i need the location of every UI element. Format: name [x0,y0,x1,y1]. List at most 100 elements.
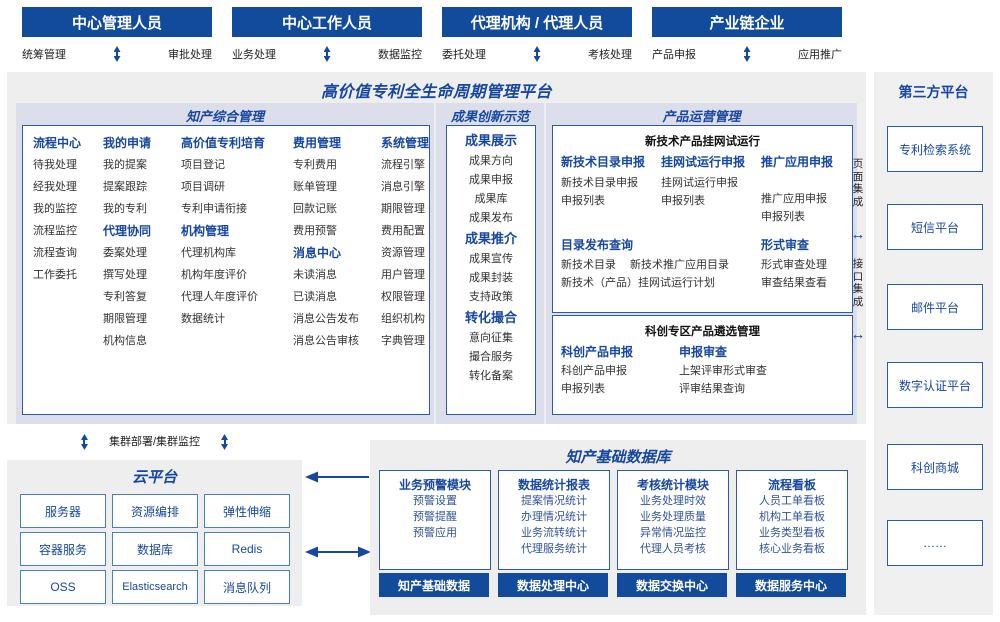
list-item[interactable]: 期限管理 [381,203,425,215]
list-item[interactable]: 账单管理 [293,181,337,193]
list-item[interactable]: 消息引擎 [381,181,425,193]
cloud-cell-orchestration[interactable]: 资源编排 [112,494,198,528]
list-item[interactable]: 我的专利 [103,203,147,215]
list-item[interactable]: 待我处理 [33,159,77,171]
list-item[interactable]: 预警提醒 [413,511,457,523]
list-item[interactable]: 流程引擎 [381,159,425,171]
list-item[interactable]: 成果申报 [469,174,513,186]
list-item[interactable]: 代理人年度评价 [181,291,258,303]
list-item[interactable]: 撰写处理 [103,269,147,281]
list-item[interactable]: 已读消息 [293,291,337,303]
list-item[interactable]: 申报列表 [761,211,805,223]
list-item[interactable]: 上架评审形式审查 [679,365,767,377]
list-item[interactable]: 我的监控 [33,203,77,215]
list-item[interactable]: 项目调研 [181,181,225,193]
list-item[interactable]: 费用预警 [293,225,337,237]
list-item[interactable]: 申报列表 [561,195,605,207]
list-item[interactable]: 代理人员考核 [640,543,706,555]
list-item[interactable]: 成果宣传 [469,253,513,265]
list-item[interactable]: 业务处理时效 [640,495,706,507]
list-item[interactable]: 成果封装 [469,272,513,284]
db-footer-exchange-center[interactable]: 数据交换中心 [617,573,727,597]
cloud-cell-database[interactable]: 数据库 [112,532,198,566]
actor-box-2[interactable]: 代理机构 / 代理人员 [442,7,632,37]
list-item[interactable]: 提案跟踪 [103,181,147,193]
list-item[interactable]: 未读消息 [293,269,337,281]
list-item[interactable]: 专利答复 [103,291,147,303]
list-item[interactable]: 流程监控 [33,225,77,237]
list-item[interactable]: 申报列表 [661,195,705,207]
list-item[interactable]: 新技术推广应用目录 [630,259,729,271]
list-item[interactable]: 形式审查处理 [761,259,827,271]
list-item[interactable]: 新技术目录申报 [561,177,638,189]
actor-box-0[interactable]: 中心管理人员 [22,7,212,37]
list-item[interactable]: 新技术（产品）挂网试运行计划 [561,277,715,289]
list-item[interactable]: 支持政策 [469,291,513,303]
list-item[interactable]: 成果库 [474,193,508,205]
list-item[interactable]: 专利申请衔接 [181,203,247,215]
list-item[interactable]: 资源管理 [381,247,425,259]
list-item[interactable]: 经我处理 [33,181,77,193]
list-item[interactable]: 代理服务统计 [521,543,587,555]
list-item[interactable]: 预警应用 [413,527,457,539]
third-party-item-email[interactable]: 邮件平台 [887,284,983,330]
list-item[interactable]: 委案处理 [103,247,147,259]
list-item[interactable]: 权限管理 [381,291,425,303]
list-item[interactable]: 撮合服务 [469,351,513,363]
cloud-cell-autoscaling[interactable]: 弹性伸缩 [204,494,290,528]
list-item[interactable]: 新技术目录 [561,259,616,271]
list-item[interactable]: 挂网试运行申报 [661,177,738,189]
third-party-item-sci-mall[interactable]: 科创商城 [887,444,983,490]
list-item[interactable]: 机构年度评价 [181,269,247,281]
third-party-item-sms[interactable]: 短信平台 [887,204,983,250]
list-item[interactable]: 业务类型看板 [759,527,825,539]
list-item[interactable]: 申报列表 [561,383,605,395]
third-party-item-more[interactable]: …… [887,520,983,566]
list-item[interactable]: 成果方向 [469,155,513,167]
list-item[interactable]: 流程查询 [33,247,77,259]
cloud-cell-container[interactable]: 容器服务 [20,532,106,566]
list-item[interactable]: 我的提案 [103,159,147,171]
list-item[interactable]: 专利费用 [293,159,337,171]
third-party-item-patent-search[interactable]: 专利检索系统 [887,126,983,172]
list-item[interactable]: 办理情况统计 [521,511,587,523]
db-footer-service-center[interactable]: 数据服务中心 [736,573,846,597]
list-item[interactable]: 字典管理 [381,335,425,347]
db-footer-processing-center[interactable]: 数据处理中心 [498,573,608,597]
list-item[interactable]: 项目登记 [181,159,225,171]
cloud-cell-elasticsearch[interactable]: Elasticsearch [112,570,198,604]
list-item[interactable]: 机构工单看板 [759,511,825,523]
list-item[interactable]: 用户管理 [381,269,425,281]
cloud-cell-redis[interactable]: Redis [204,532,290,566]
actor-box-3[interactable]: 产业链企业 [652,7,842,37]
list-item[interactable]: 期限管理 [103,313,147,325]
list-item[interactable]: 人员工单看板 [759,495,825,507]
list-item[interactable]: 组织机构 [381,313,425,325]
cloud-cell-server[interactable]: 服务器 [20,494,106,528]
list-item[interactable]: 费用配置 [381,225,425,237]
list-item[interactable]: 预警设置 [413,495,457,507]
list-item[interactable]: 审查结果查看 [761,277,827,289]
list-item[interactable]: 异常情况监控 [640,527,706,539]
list-item[interactable]: 提案情况统计 [521,495,587,507]
list-item[interactable]: 工作委托 [33,269,77,281]
list-item[interactable]: 评审结果查询 [679,383,745,395]
list-item[interactable]: 意向征集 [469,332,513,344]
list-item[interactable]: 转化备案 [469,370,513,382]
list-item[interactable]: 科创产品申报 [561,365,627,377]
list-item[interactable]: 消息公告审核 [293,335,359,347]
actor-box-1[interactable]: 中心工作人员 [232,7,422,37]
list-item[interactable]: 业务处理质量 [640,511,706,523]
list-item[interactable]: 成果发布 [469,212,513,224]
list-item[interactable]: 推广应用申报 [761,193,827,205]
db-footer-base-data[interactable]: 知产基础数据 [379,573,489,597]
list-item[interactable]: 业务流转统计 [521,527,587,539]
list-item[interactable]: 消息公告发布 [293,313,359,325]
list-item[interactable]: 代理机构库 [181,247,236,259]
list-item[interactable]: 机构信息 [103,335,147,347]
list-item[interactable]: 数据统计 [181,313,225,325]
cloud-cell-mq[interactable]: 消息队列 [204,570,290,604]
cloud-cell-oss[interactable]: OSS [20,570,106,604]
list-item[interactable]: 回款记账 [293,203,337,215]
third-party-item-digital-cert[interactable]: 数字认证平台 [887,362,983,408]
